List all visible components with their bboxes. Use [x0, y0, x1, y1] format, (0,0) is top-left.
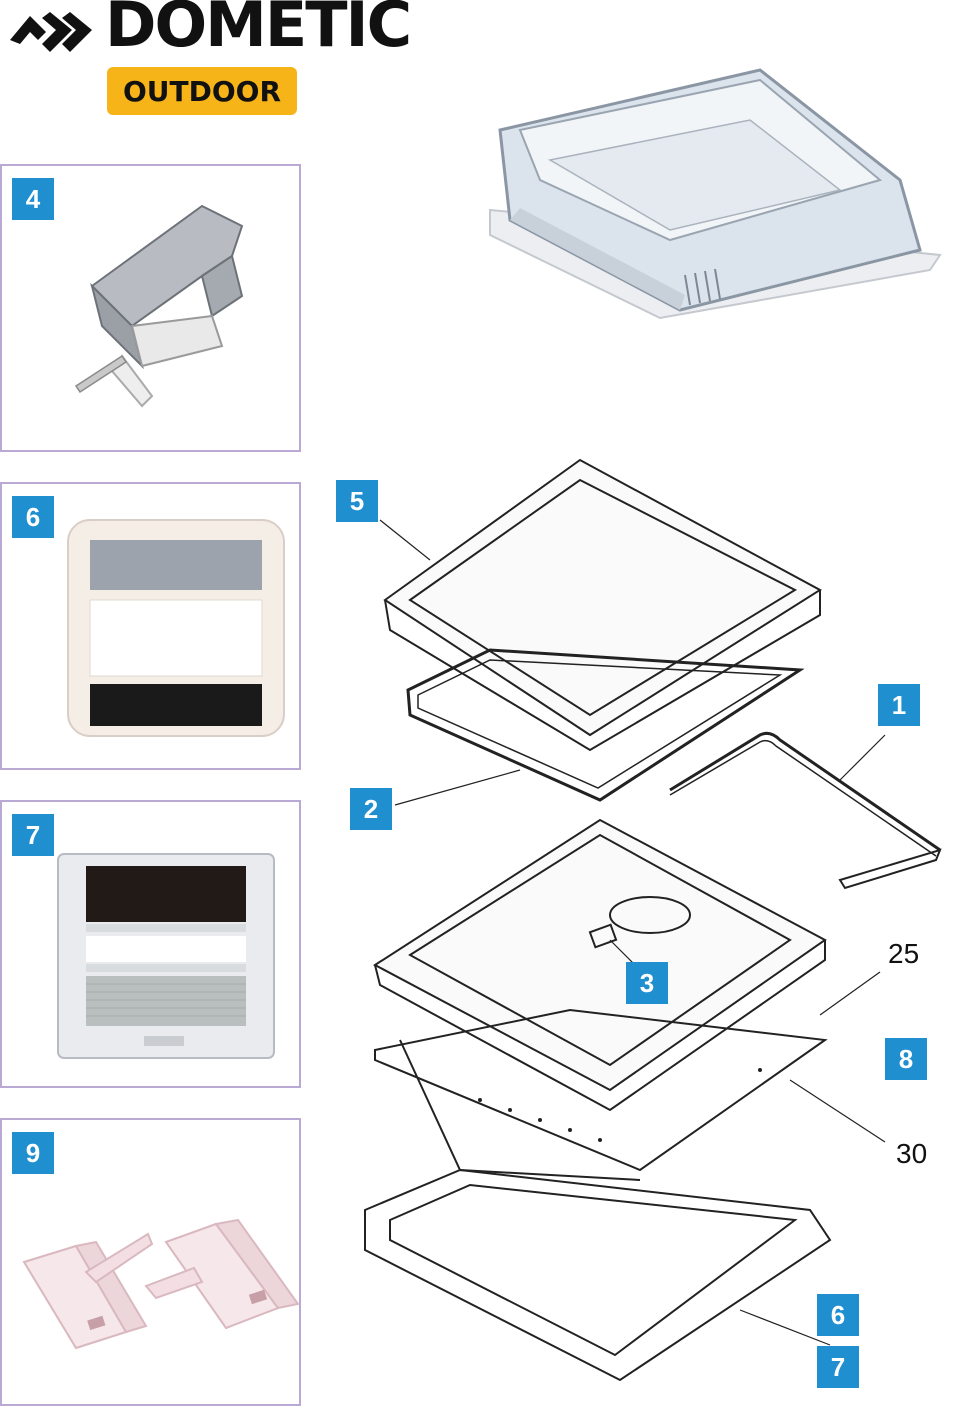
callout-3: 3 [626, 962, 668, 1004]
callout-6: 6 [817, 1294, 859, 1336]
callout-number-30: 30 [896, 1138, 928, 1169]
exploded-view-drawing [364, 458, 942, 1382]
roof-vent-photo [489, 68, 942, 320]
callout-5: 5 [336, 480, 378, 522]
panel-7: 7 [0, 800, 301, 1088]
callout-number-25: 25 [888, 938, 920, 969]
panel-4: 4 [0, 164, 301, 452]
part-spacer [374, 1008, 828, 1172]
brand-name: DOMETIC [105, 0, 412, 61]
panel-label-4: 4 [12, 178, 54, 220]
panel-6: 6 [0, 482, 301, 770]
panel-9: 9 [0, 1118, 301, 1406]
panel-label-9: 9 [12, 1132, 54, 1174]
latch-pair-icon [22, 1218, 300, 1350]
part-arm [669, 731, 941, 852]
blind-frame-icon [57, 853, 275, 1059]
part-inner-frame [364, 1168, 832, 1382]
callout-8: 8 [885, 1038, 927, 1080]
part-dome [383, 458, 822, 737]
callout-2: 2 [350, 788, 392, 830]
brand-sub-badge: OUTDOOR [107, 67, 297, 115]
panel-label-6: 6 [12, 496, 54, 538]
clip-icon [74, 204, 244, 408]
part-gasket [406, 648, 805, 802]
panel-label-7: 7 [12, 814, 54, 856]
blind-cassette-icon [67, 519, 285, 737]
callout-7: 7 [817, 1346, 859, 1388]
callout-1: 1 [878, 684, 920, 726]
part-frame [373, 818, 827, 1092]
brand-mark-icon [10, 12, 92, 52]
